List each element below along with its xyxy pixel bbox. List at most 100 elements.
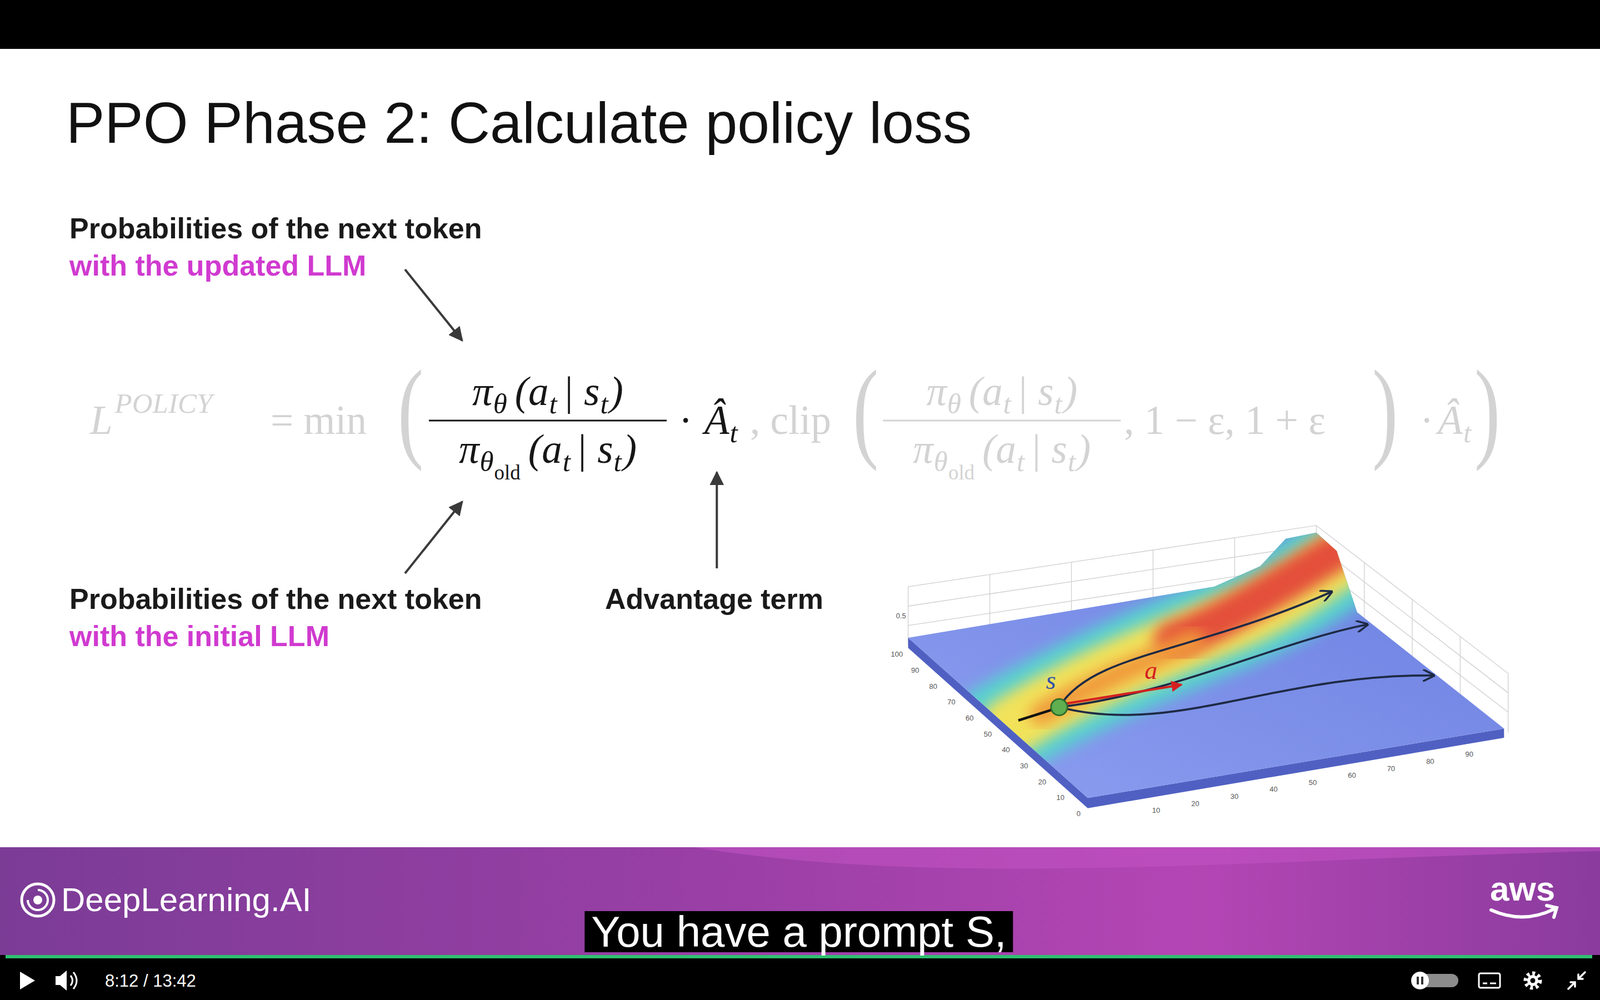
formula-term: θ: [493, 390, 508, 419]
formula-term-holder: t: [1463, 418, 1472, 448]
axis-tick: 30: [1230, 792, 1239, 800]
volume-icon: [55, 970, 77, 991]
formula-term-holder: (a: [528, 428, 563, 470]
state-dot: [1051, 698, 1068, 715]
formula-term-holder: , 1 − ε, 1 + ε: [1123, 400, 1326, 441]
trajectory-curves: [1058, 591, 1434, 715]
axis-tick-holder: 10: [1152, 805, 1160, 815]
formula-term: t: [600, 390, 608, 419]
axis-tick-holder: 40: [1269, 783, 1278, 794]
formula-term: | s: [1016, 371, 1054, 412]
formula-term: θ: [947, 390, 962, 419]
leader-arrow: [715, 472, 718, 569]
formula-term: ·: [678, 400, 693, 441]
axis-tick: 60: [1347, 771, 1356, 779]
formula-term-holder: (a: [968, 371, 1003, 412]
formula-term-holder: ): [610, 371, 624, 412]
axis-tick: 70: [947, 698, 955, 706]
leader-arrow: [405, 269, 463, 341]
axis-tick: 50: [1308, 778, 1317, 787]
formula-term: θ: [933, 447, 948, 477]
formula-term: | s: [1030, 428, 1068, 470]
formula-term-holder: θ: [947, 390, 962, 419]
formula-term-holder: t: [613, 447, 622, 477]
annotation-text: with the initial LLM: [69, 617, 330, 655]
value-surface-illustration: [908, 525, 1509, 809]
axis-tick: 80: [1426, 757, 1434, 765]
fraction-bar: [428, 420, 667, 422]
formula-term-holder: | s: [576, 428, 614, 470]
formula-term-holder: θ: [933, 447, 948, 477]
formula-term-holder: ): [1063, 371, 1078, 412]
player-control-bar: [0, 955, 1600, 1000]
formula-term-holder: | s: [562, 371, 600, 412]
axis-tick: 10: [1152, 806, 1160, 814]
formula-term-holder: POLICY: [115, 389, 213, 418]
formula-term: (a: [982, 428, 1017, 470]
formula-term: (: [852, 353, 879, 467]
formula-term: ): [610, 371, 624, 412]
axis-tick: 100: [891, 650, 904, 658]
formula-term: t: [562, 447, 571, 477]
formula-term-holder: t: [1003, 390, 1012, 419]
brand-bar: [0, 847, 1600, 955]
axis-tick: 40: [1001, 746, 1010, 754]
formula-term: old: [494, 462, 521, 483]
formula-term-holder: (a: [982, 428, 1017, 470]
formula-term: ): [1474, 353, 1500, 467]
axis-tick: 80: [929, 682, 938, 690]
annotation-text: Advantage term: [605, 580, 824, 618]
formula-term: t: [1463, 418, 1472, 448]
brand-name-holder: DeepLearning.AI: [61, 883, 312, 917]
axis-tick: 30: [1020, 762, 1028, 770]
formula-term: θ: [480, 447, 494, 477]
formula-term: t: [730, 418, 738, 448]
illustration-label-holder: s: [1046, 667, 1057, 694]
action-arrow: [1063, 684, 1182, 704]
settings-gear-icon: [1525, 973, 1540, 988]
formula-term: (a: [968, 371, 1003, 412]
formula-term-holder: π: [912, 428, 934, 470]
brand-logo-text-holder: aws: [1490, 871, 1555, 907]
axis-tick-holder: 30: [1020, 760, 1028, 771]
formula-term-holder: Â: [704, 400, 730, 441]
slide-title: PPO Phase 2: Calculate policy loss: [66, 93, 972, 152]
formula-term-holder: t: [549, 390, 558, 419]
title-holder: PPO Phase 2: Calculate policy loss: [66, 93, 972, 152]
fraction-bar: [882, 420, 1121, 422]
axis-tick-holder: 100: [891, 648, 904, 659]
annotation-text: Probabilities of the next token: [69, 580, 483, 618]
formula-term: | s: [576, 428, 614, 470]
formula-term: π: [912, 428, 934, 470]
formula-term-holder: old: [948, 462, 975, 483]
axis-tick: 0.5: [896, 612, 907, 620]
axis-tick-holder: 60: [1347, 770, 1356, 780]
formula-term-holder: t: [562, 447, 571, 477]
axis-tick-holder: 0.5: [896, 610, 907, 621]
axis-tick: 90: [1465, 750, 1474, 758]
axis-tick: 70: [1387, 765, 1395, 773]
formula-term: ): [1077, 428, 1091, 470]
captions-icon: [1478, 973, 1500, 988]
surface: [908, 532, 1505, 799]
axis-tick-holder: 0: [1076, 808, 1081, 819]
formula-term-holder: ·: [1420, 400, 1434, 441]
brand-logo-text: aws: [1490, 871, 1555, 907]
axis-tick-holder: 60: [965, 712, 974, 723]
annotation-text-holder: Probabilities of the next token: [69, 580, 483, 618]
formula-term-holder: (: [852, 374, 879, 452]
formula-term: ·: [1420, 400, 1434, 441]
formula-term: t: [549, 390, 558, 419]
formula-term: t: [1067, 447, 1076, 477]
illustration-label: s: [1046, 667, 1057, 694]
formula-lines: [405, 269, 1121, 574]
formula-term-holder: , clip: [750, 400, 832, 441]
axis-tick-holder: 70: [947, 696, 955, 707]
time-display-holder: 8:12 / 13:42: [105, 972, 197, 990]
formula-term: (: [397, 353, 424, 467]
formula-term: POLICY: [115, 389, 213, 418]
brand-swoosh: [694, 847, 1600, 869]
axis-tick-holder: 90: [911, 665, 919, 675]
time-display: 8:12 / 13:42: [105, 972, 197, 990]
